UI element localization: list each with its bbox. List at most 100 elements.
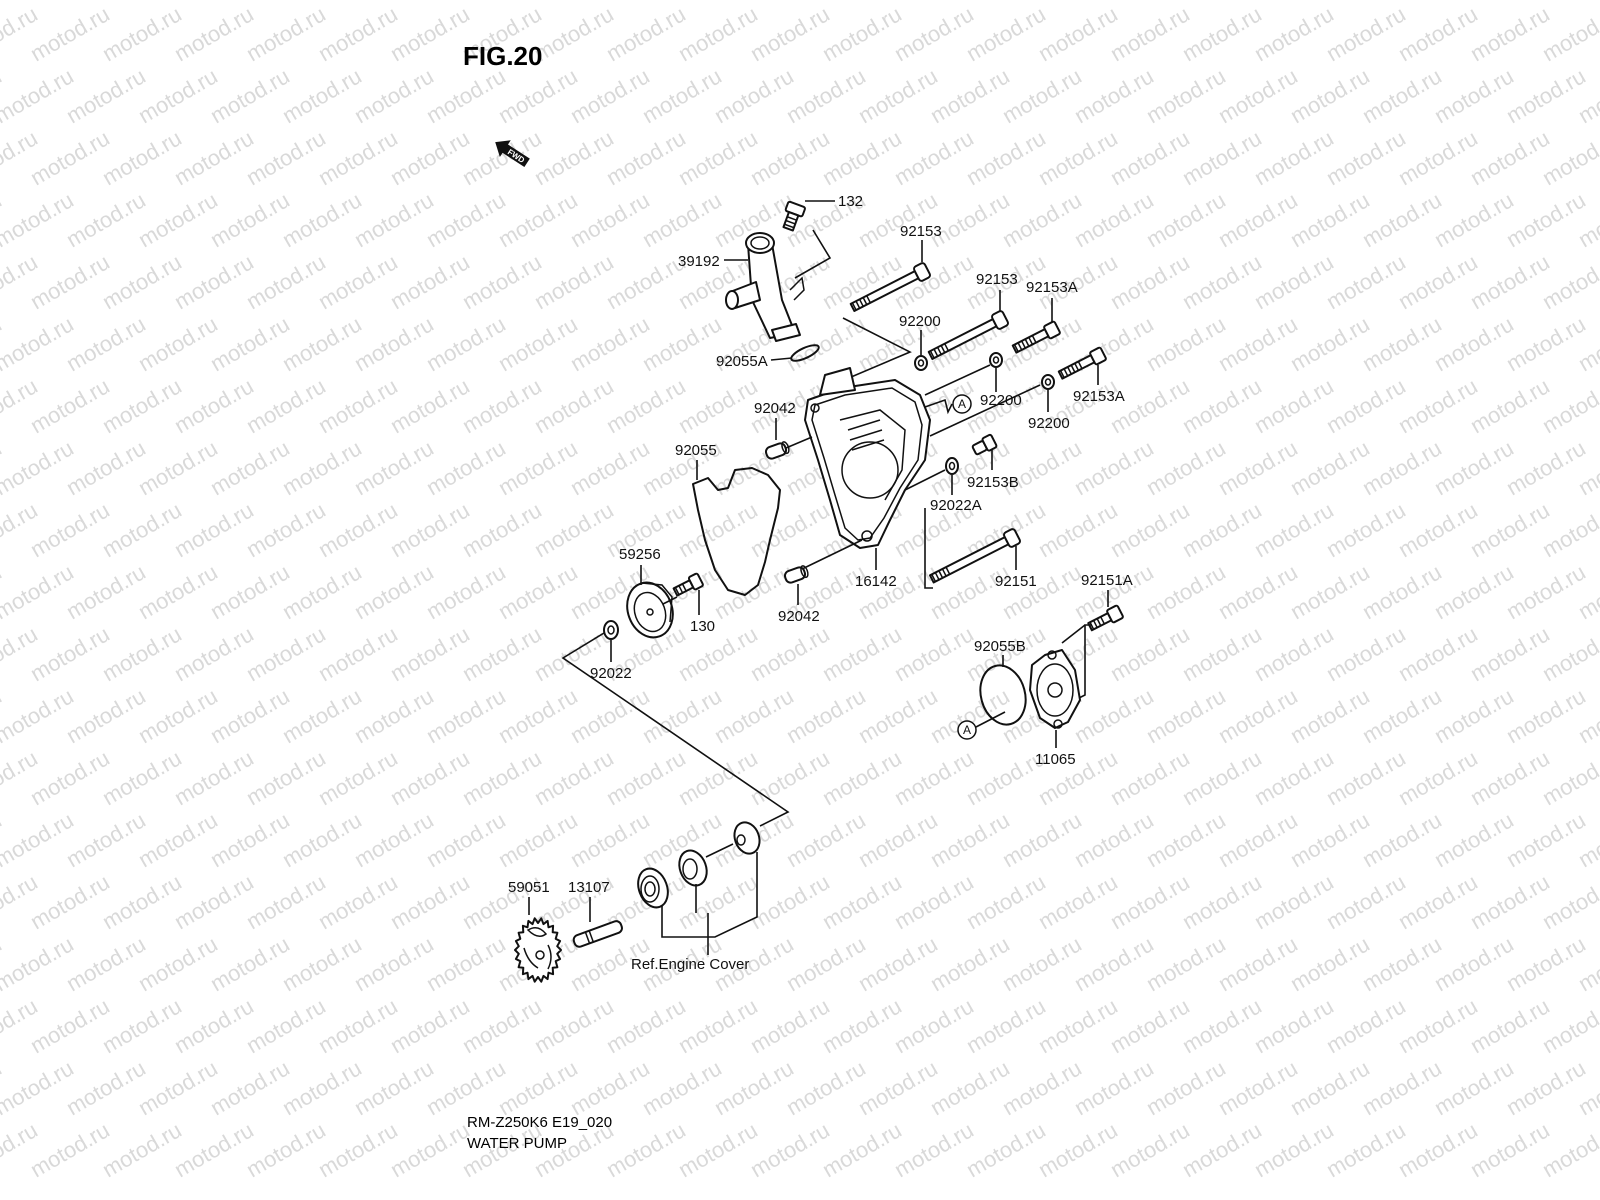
watermark-text: motod.ru xyxy=(1070,807,1158,872)
watermark-text: motod.ru xyxy=(1070,683,1158,748)
ref-mark-a-lower: A xyxy=(957,720,977,740)
watermark-text: motod.ru xyxy=(602,373,690,438)
watermark-text: motod.ru xyxy=(1142,0,1230,4)
shaft-13107 xyxy=(572,920,623,948)
watermark-text: motod.ru xyxy=(1106,497,1194,562)
watermark-text: motod.ru xyxy=(1142,311,1230,376)
watermark-text: motod.ru xyxy=(386,373,474,438)
watermark-text: motod.ru xyxy=(1178,869,1266,934)
watermark-text: motod.ru xyxy=(278,931,366,996)
watermark-text: motod.ru xyxy=(350,63,438,128)
watermark-text: motod.ru xyxy=(926,0,1014,4)
watermark-text: motod.ru xyxy=(638,311,726,376)
watermark-text: motod.ru xyxy=(1466,993,1554,1058)
label-92200-b: 92200 xyxy=(980,392,1022,409)
watermark-text: motod.ru xyxy=(98,621,186,686)
watermark-text: motod.ru xyxy=(278,187,366,252)
watermark-text: motod.ru xyxy=(818,1,906,66)
watermark-text: motod.ru xyxy=(530,993,618,1058)
watermark-text: motod.ru xyxy=(1394,373,1482,438)
label-92055: 92055 xyxy=(675,442,717,459)
watermark-text: motod.ru xyxy=(1070,931,1158,996)
watermark-text: motod.ru xyxy=(26,249,114,314)
watermark-text: motod.ru xyxy=(206,1055,294,1120)
watermark-text: motod.ru xyxy=(494,683,582,748)
watermark-text: motod.ru xyxy=(494,0,582,4)
watermark-text: motod.ru xyxy=(854,931,942,996)
watermark-text: motod.ru xyxy=(1538,497,1600,562)
label-92151: 92151 xyxy=(995,573,1037,590)
watermark-text: motod.ru xyxy=(1358,0,1446,4)
watermark-text: motod.ru xyxy=(0,683,78,748)
watermark-text: motod.ru xyxy=(1358,931,1446,996)
washer-92022 xyxy=(603,620,619,640)
watermark-text: motod.ru xyxy=(1250,621,1338,686)
watermark-text: motod.ru xyxy=(638,63,726,128)
leader-ref-a-lower xyxy=(975,711,1006,728)
watermark-text: motod.ru xyxy=(602,993,690,1058)
watermark-text: motod.ru xyxy=(62,1055,150,1120)
watermark-text: motod.ru xyxy=(1538,621,1600,686)
watermark-text: motod.ru xyxy=(350,807,438,872)
label-92153A-right: 92153A xyxy=(1073,388,1125,405)
watermark-text: motod.ru xyxy=(818,869,906,934)
watermark-text: motod.ru xyxy=(134,63,222,128)
watermark-text: motod.ru xyxy=(278,559,366,624)
bolt-92153A-top xyxy=(1011,320,1061,354)
watermark-text: motod.ru xyxy=(1142,63,1230,128)
watermark-text: motod.ru xyxy=(1034,869,1122,934)
watermark-text: motod.ru xyxy=(1394,1,1482,66)
watermark-text: motod.ru xyxy=(1250,125,1338,190)
watermark-text: motod.ru xyxy=(1430,187,1518,252)
watermark-text: motod.ru xyxy=(710,0,798,4)
watermark-text: motod.ru xyxy=(1286,683,1374,748)
watermark-text: motod.ru xyxy=(386,745,474,810)
label-92153A-top: 92153A xyxy=(1026,279,1078,296)
watermark-text: motod.ru xyxy=(1214,435,1302,500)
watermark-text: motod.ru xyxy=(1106,373,1194,438)
watermark-text: motod.ru xyxy=(1394,869,1482,934)
watermark-text: motod.ru xyxy=(458,249,546,314)
watermark-text: motod.ru xyxy=(386,1117,474,1182)
watermark-text: motod.ru xyxy=(1214,807,1302,872)
watermark-text: motod.ru xyxy=(782,683,870,748)
watermark-text: motod.ru xyxy=(386,993,474,1058)
dowel-92042-bottom xyxy=(783,565,809,584)
watermark-text: motod.ru xyxy=(1178,745,1266,810)
ref-mark-a-upper: A xyxy=(952,394,972,414)
watermark-text: motod.ru xyxy=(1430,683,1518,748)
watermark-text: motod.ru xyxy=(494,1055,582,1120)
watermark-text: motod.ru xyxy=(206,807,294,872)
bolt-92153-top xyxy=(849,262,931,312)
watermark-text: motod.ru xyxy=(818,621,906,686)
watermark-text: motod.ru xyxy=(1502,435,1590,500)
watermark-text: motod.ru xyxy=(1070,63,1158,128)
pipe-39192 xyxy=(725,232,805,342)
watermark-text: motod.ru xyxy=(0,931,78,996)
watermark-text: motod.ru xyxy=(674,497,762,562)
watermark-text: motod.ru xyxy=(386,249,474,314)
bearing xyxy=(637,867,669,909)
watermark-text: motod.ru xyxy=(1430,807,1518,872)
watermark-text: motod.ru xyxy=(314,249,402,314)
watermark-text: motod.ru xyxy=(602,249,690,314)
watermark-text: motod.ru xyxy=(854,807,942,872)
watermark-text: motod.ru xyxy=(818,125,906,190)
watermark-text: motod.ru xyxy=(854,187,942,252)
watermark-text: motod.ru xyxy=(1286,311,1374,376)
watermark-text: motod.ru xyxy=(962,869,1050,934)
watermark-text: motod.ru xyxy=(314,745,402,810)
watermark-text: motod.ru xyxy=(674,621,762,686)
gasket-92055 xyxy=(692,467,781,596)
watermark-text: motod.ru xyxy=(494,63,582,128)
watermark-text: motod.ru xyxy=(350,683,438,748)
watermark-text: motod.ru xyxy=(1286,63,1374,128)
watermark-text: motod.ru xyxy=(854,63,942,128)
watermark-text: motod.ru xyxy=(926,931,1014,996)
watermark-text: motod.ru xyxy=(1502,559,1590,624)
watermark-text: motod.ru xyxy=(998,63,1086,128)
watermark-text: motod.ru xyxy=(422,807,510,872)
watermark-text: motod.ru xyxy=(890,869,978,934)
watermark-text: motod.ru xyxy=(1142,931,1230,996)
